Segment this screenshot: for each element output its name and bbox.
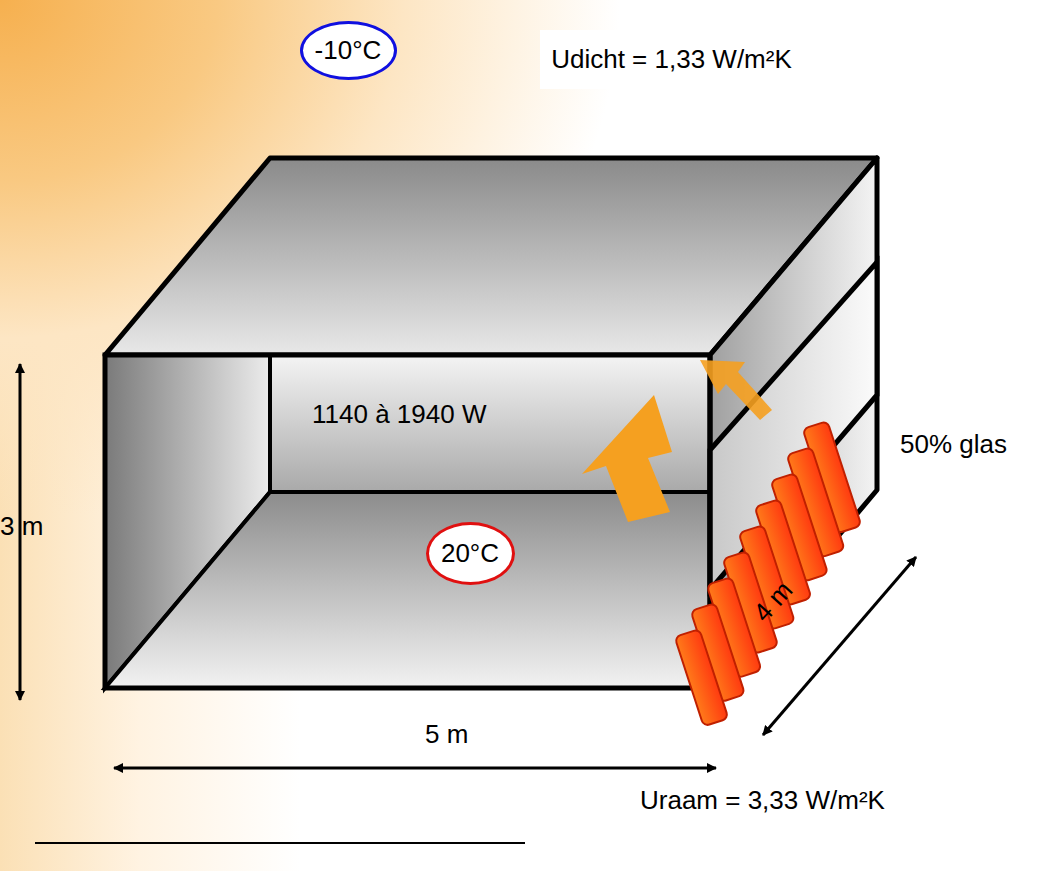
radiator-fin <box>675 629 729 726</box>
node-text: -10°C <box>315 36 382 65</box>
power-range-label: 1140 à 1940 W <box>312 400 486 430</box>
cold-temperature-circle: -10°C <box>300 21 397 80</box>
glass-ratio-label: 50% glas <box>900 430 1007 460</box>
height-dimension: 3 m <box>0 512 43 542</box>
node-text: 20°C <box>441 539 499 568</box>
node-text: Udicht = 1,33 W/m²K <box>551 45 792 74</box>
warm-temperature-circle: 20°C <box>426 522 515 585</box>
u-value-box: Udicht = 1,33 W/m²K <box>540 30 803 89</box>
u-value-label: Uraam = 3,33 W/m²K <box>640 786 885 816</box>
width-dimension: 5 m <box>425 720 468 750</box>
